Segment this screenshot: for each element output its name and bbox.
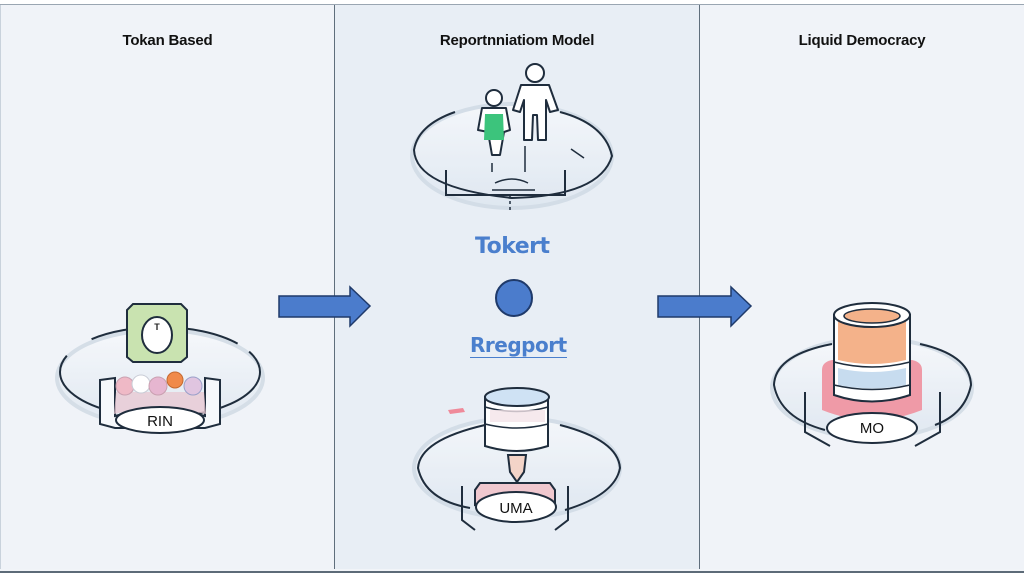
platform-icon bbox=[410, 102, 614, 212]
token-pile-icon bbox=[99, 371, 221, 434]
people-icon bbox=[477, 63, 559, 156]
panel-token-based: Tokan Based bbox=[0, 5, 334, 569]
token-label: Tokert bbox=[475, 234, 550, 259]
panel-title: Reportnniatiom Model bbox=[439, 32, 595, 49]
panel-liquid-democracy: Liquid Democracy bbox=[700, 5, 1024, 569]
report-label: Rregport bbox=[470, 333, 567, 358]
disk-label-rin: RIN bbox=[147, 413, 173, 430]
token-card-icon: T bbox=[126, 303, 188, 363]
database-icon bbox=[448, 387, 550, 484]
panel-title: Liquid Democracy bbox=[798, 32, 926, 49]
arrow-right-icon bbox=[278, 285, 372, 328]
panel-title: Tokan Based bbox=[122, 32, 213, 49]
node-dot-icon bbox=[495, 279, 533, 317]
svg-text:T: T bbox=[154, 322, 160, 332]
database-cylinder-icon bbox=[822, 302, 922, 444]
disk-label-mo: MO bbox=[860, 420, 884, 437]
disk-label-uma: UMA bbox=[499, 500, 532, 517]
arrow-right-icon bbox=[657, 285, 753, 328]
